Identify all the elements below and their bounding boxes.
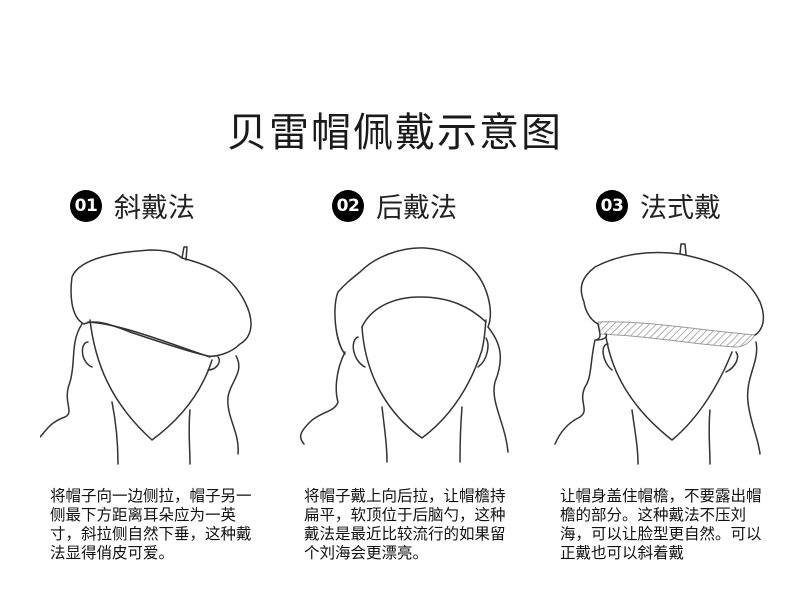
- method-name: 斜戴法: [114, 193, 195, 224]
- method-heading: 03 法式戴: [596, 186, 721, 225]
- beret-back-illustration: [299, 247, 509, 463]
- method-description: 将帽子向一边侧拉，帽子另一侧最下方距离耳朵应为一英寸，斜拉侧自然下垂，这种戴法显…: [50, 487, 252, 562]
- number-badge: 01: [70, 189, 102, 222]
- method-card-tilted: 01 斜戴法 将帽子向一边侧拉，帽子另一侧最下方距离耳朵应为一英寸，斜拉侧自然下…: [0, 0, 260, 612]
- beret-tilted-illustration: [40, 246, 252, 465]
- number-badge: 03: [596, 189, 628, 222]
- method-card-french: 03 法式戴 让帽身盖住帽檐，不要露出帽檐的部分。这种戴法不压刘海，可以让脸型更…: [520, 0, 780, 612]
- method-heading: 01 斜戴法: [70, 186, 195, 225]
- method-name: 后戴法: [376, 193, 457, 224]
- number-badge: 02: [332, 189, 364, 222]
- method-description: 将帽子戴上向后拉，让帽檐持扁平，软顶位于后脑勺，这种戴法是最近比较流行的如果留个…: [304, 487, 506, 562]
- method-card-back: 02 后戴法 将帽子戴上向后拉，让帽檐持扁平，软顶位于后脑勺，这种戴法是最近比较…: [260, 0, 520, 612]
- method-name: 法式戴: [640, 193, 721, 224]
- page-title: 贝雷帽佩戴示意图: [227, 110, 563, 156]
- method-description: 让帽身盖住帽檐，不要露出帽檐的部分。这种戴法不压刘海，可以让脸型更自然。可以正戴…: [560, 487, 762, 562]
- beret-french-illustration: [554, 243, 765, 465]
- method-heading: 02 后戴法: [332, 186, 457, 225]
